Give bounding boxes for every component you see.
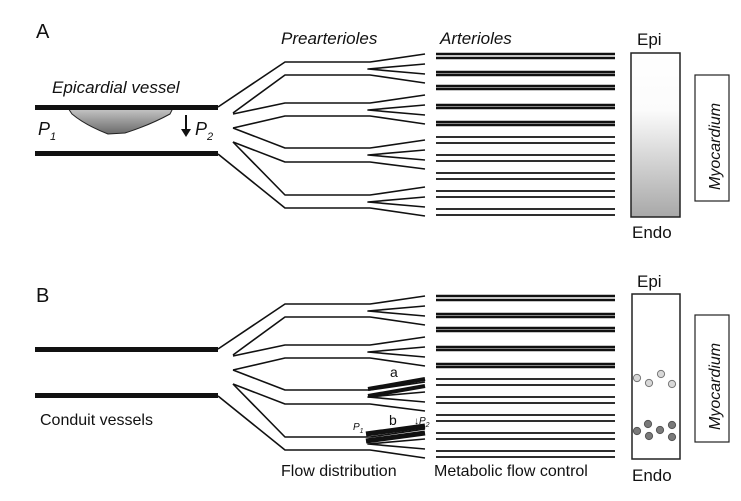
prearteriole-a — [232, 115, 426, 129]
prearteriole-b — [232, 336, 426, 357]
epi-label-a: Epi — [637, 30, 662, 49]
myocardium-label-b: Myocardium — [707, 343, 724, 430]
p2-label-b: ↓P2 — [414, 416, 430, 429]
prearteriole-branch-a — [367, 149, 426, 161]
stenosis-plaque — [67, 107, 174, 135]
prearteriole-branch-a — [367, 104, 426, 116]
prearteriole-branch-b — [367, 438, 426, 450]
prearteriole-branch-a — [367, 196, 426, 208]
microsphere-dot-dark — [667, 432, 677, 442]
prearteriole-b — [232, 383, 426, 412]
prearteriole-b — [232, 369, 426, 391]
panel-b-letter: B — [36, 285, 49, 307]
prearteriole-a — [217, 153, 426, 217]
myocardium-box-a — [694, 74, 730, 202]
prearteriole-a — [232, 141, 426, 196]
microsphere-dot-light — [632, 373, 642, 383]
prearteriole-branch-b — [367, 346, 426, 358]
microsphere-dot-dark — [644, 431, 654, 441]
microsphere-dot-light — [644, 378, 654, 388]
epi-label-b: Epi — [637, 272, 662, 291]
vessel-wall-bottom-b — [35, 393, 218, 398]
vessel-b-label: b — [389, 412, 397, 428]
panel-a-letter: A — [36, 21, 50, 43]
prearteriole-b — [232, 357, 426, 371]
myocardium-label-a: Myocardium — [707, 103, 724, 190]
vessel-b-thick — [365, 430, 426, 444]
prearteriole-b — [217, 395, 426, 459]
vessel-wall-top-a — [35, 105, 218, 110]
conduit-vessels-label: Conduit vessels — [40, 412, 153, 429]
prearteriole-a — [217, 53, 426, 108]
microsphere-dot-light — [667, 379, 677, 389]
p2-label-a: P2 — [195, 119, 213, 143]
flow-distribution-label: Flow distribution — [281, 463, 397, 480]
myocardium-box-b — [694, 314, 730, 443]
prearteriole-b — [232, 316, 426, 356]
prearteriole-a — [232, 74, 426, 114]
epicardial-vessel-label: Epicardial vessel — [52, 78, 181, 97]
microsphere-dot-light — [656, 369, 666, 379]
microsphere-dot-dark — [643, 419, 653, 429]
metabolic-flow-control-label: Metabolic flow control — [434, 463, 588, 480]
prearteriole-branch-a — [367, 63, 426, 75]
p1-label-a: P1 — [38, 119, 56, 143]
myocardium-gradient-bar-a — [630, 52, 681, 218]
prearteriole-a — [232, 94, 426, 115]
prearteriole-b — [232, 383, 426, 438]
endo-label-b: Endo — [632, 466, 672, 485]
arterioles-label: Arterioles — [439, 29, 512, 48]
prearterioles-label: Prearterioles — [281, 29, 378, 48]
microsphere-dot-dark — [655, 425, 665, 435]
microsphere-dot-dark — [667, 420, 677, 430]
vessel-a-thick — [367, 377, 426, 391]
prearteriole-branch-b — [367, 305, 426, 317]
vessel-a-label: a — [390, 364, 398, 380]
vessel-wall-top-b — [35, 347, 218, 352]
vessel-a-thick — [367, 384, 426, 398]
p1-label-b: P1 — [353, 422, 364, 435]
microsphere-dot-dark — [632, 426, 642, 436]
pressure-drop-arrow-icon — [181, 115, 191, 137]
prearteriole-branch-b — [367, 391, 426, 403]
prearteriole-a — [232, 141, 426, 170]
vessel-b-thick — [365, 423, 426, 437]
prearteriole-a — [232, 127, 426, 149]
prearteriole-b — [217, 295, 426, 350]
vessel-wall-bottom-a — [35, 151, 218, 156]
endo-label-a: Endo — [632, 223, 672, 242]
